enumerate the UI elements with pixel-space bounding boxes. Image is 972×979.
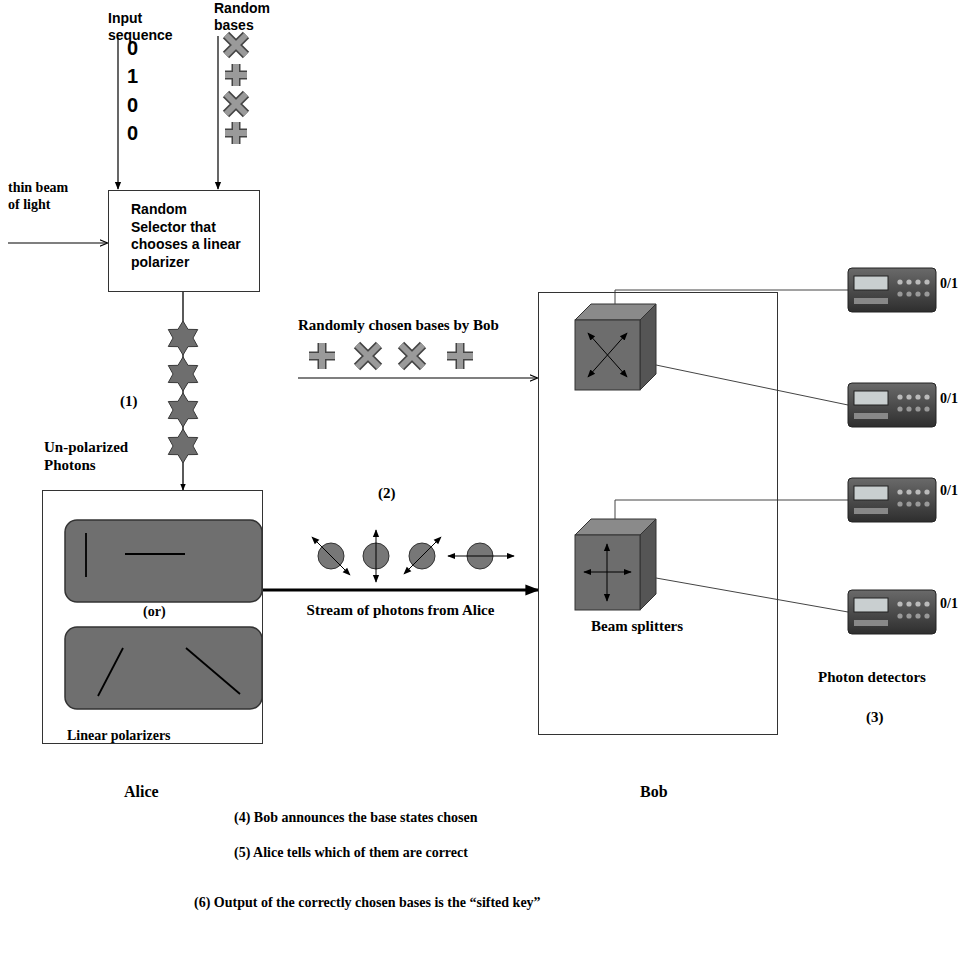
connector-arrow [263,589,538,592]
bob-bases-arrow [298,377,537,378]
bases-label: Random bases [214,0,286,34]
input-arrow [117,38,118,189]
photon-detector [848,268,936,312]
basis-symbol [447,343,473,369]
step-note: (6) Output of the correctly chosen bases… [194,895,541,912]
edge-label: Stream of photons from Alice [305,602,497,619]
diagonal-polarizer [98,648,123,696]
antidiagonal-polarizer [186,648,240,694]
photon-detector [848,590,936,634]
bit-digit: 0 [127,36,138,60]
photon-detectors [848,268,936,634]
node-text: (or) [143,603,166,621]
photon-detector [848,383,936,427]
bit-digit: 0 [127,121,138,145]
callout-number: (3) [866,708,884,726]
light-arrow [8,242,107,243]
process-box: Random Selector that chooses a linear po… [108,190,260,292]
basis-symbol [309,343,335,369]
source-label: thin beam of light [8,180,72,214]
basis-symbol [226,35,246,55]
photon-star [168,321,197,355]
photon-label: Un-polarized Photons [44,438,144,474]
polarizer-panel [65,627,262,709]
detector-output: 0/1 [940,391,958,408]
photon-detector [848,478,936,522]
vertical-polarizer [85,533,87,577]
detector-output: 0/1 [940,483,958,500]
bases-arrow [217,36,218,189]
basis-symbol [401,345,423,367]
basis-symbol [309,343,335,369]
polarizer-panel [65,520,262,602]
basis-symbol [225,64,247,86]
node-text: Beam splitters [591,617,683,636]
detector-label: Photon detectors [818,668,926,686]
detector-wire [656,365,848,405]
photon-stream [312,530,514,582]
party-name: Alice [124,782,159,801]
bases-label: Randomly chosen bases by Bob [298,316,499,334]
basis-symbol [226,94,246,114]
beam-splitter-diagonal [575,304,656,390]
unpolarized-photons [168,321,197,463]
basis-symbol [357,345,379,367]
photon-star [168,393,197,427]
bit-digit: 1 [127,64,138,88]
basis-symbol [225,64,247,86]
bit-digit: 0 [127,93,138,117]
detector-output: 0/1 [940,276,958,293]
input-label: Input sequence [108,10,180,44]
node-heading: Linear polarizers [67,727,171,745]
callout-number: (2) [378,484,396,502]
party-name: Bob [640,782,668,801]
basis-symbol [226,35,246,55]
photon-star [168,357,197,391]
basis-symbol [447,343,473,369]
beam-splitter-rectilinear [575,519,656,610]
basis-symbol [226,94,246,114]
step-note: (4) Bob announces the base states chosen [234,810,477,827]
photon-star [168,429,197,463]
horizontal-polarizer [125,553,185,555]
step-note: (5) Alice tells which of them are correc… [234,845,468,862]
basis-symbol [225,122,247,144]
detector-wire [656,578,848,612]
detector-wire [615,500,848,519]
callout-number: (1) [120,392,138,410]
basis-symbol [401,345,423,367]
basis-symbol [225,122,247,144]
device-box: (or) Linear polarizers [42,490,263,744]
detector-output: 0/1 [940,596,958,613]
device-box: Beam splitters [538,292,778,735]
node-text: Random Selector that chooses a linear po… [131,201,241,271]
basis-symbol [357,345,379,367]
